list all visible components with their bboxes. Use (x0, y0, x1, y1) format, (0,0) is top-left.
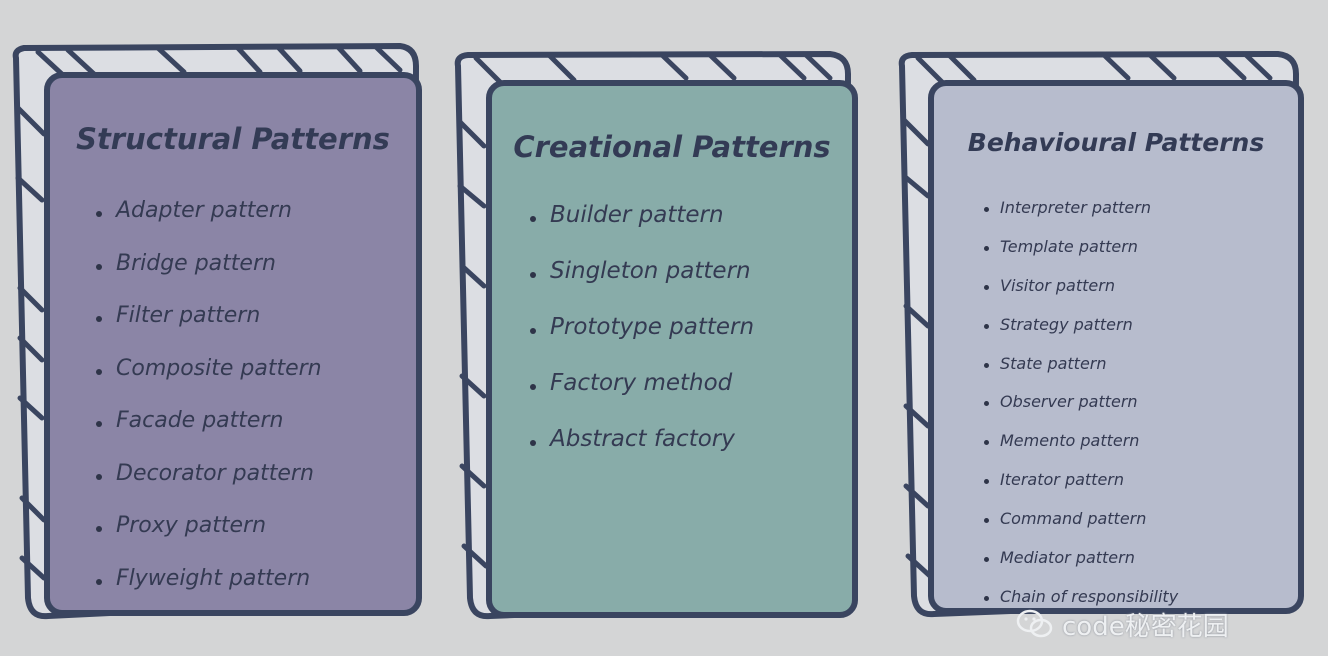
list-item: Facade pattern (96, 408, 322, 461)
creational-patterns-book: Creational Patterns Builder pattern Sing… (450, 46, 864, 626)
list-item: Iterator pattern (984, 470, 1178, 509)
list-item: Abstract factory (530, 426, 754, 482)
structural-patterns-book: Structural Patterns Adapter pattern Brid… (8, 38, 428, 628)
list-item: Strategy pattern (984, 315, 1178, 354)
list-item: State pattern (984, 354, 1178, 393)
list-item: Visitor pattern (984, 276, 1178, 315)
list-item: Template pattern (984, 237, 1178, 276)
structural-title: Structural Patterns (76, 122, 390, 156)
list-item: Proxy pattern (96, 513, 322, 566)
list-item: Prototype pattern (530, 314, 754, 370)
list-item: Factory method (530, 370, 754, 426)
list-item: Observer pattern (984, 392, 1178, 431)
watermark-text: code秘密花园 (1062, 611, 1229, 642)
list-item: Decorator pattern (96, 461, 322, 514)
list-item: Composite pattern (96, 356, 322, 409)
behavioural-patterns-book: Behavioural Patterns Interpreter pattern… (894, 46, 1310, 626)
creational-card: Creational Patterns Builder pattern Sing… (486, 80, 858, 618)
list-item: Bridge pattern (96, 251, 322, 304)
behavioural-card: Behavioural Patterns Interpreter pattern… (928, 80, 1304, 614)
list-item: Interpreter pattern (984, 198, 1178, 237)
watermark: code秘密花园 (1016, 604, 1229, 644)
list-item: Filter pattern (96, 303, 322, 356)
creational-list: Builder pattern Singleton pattern Protot… (530, 202, 754, 482)
wechat-icon (1016, 609, 1053, 638)
behavioural-list: Interpreter pattern Template pattern Vis… (984, 198, 1178, 626)
list-item: Adapter pattern (96, 198, 322, 251)
creational-title: Creational Patterns (513, 130, 831, 164)
list-item: Memento pattern (984, 431, 1178, 470)
list-item: Chain of responsibility (984, 587, 1178, 626)
structural-list: Adapter pattern Bridge pattern Filter pa… (96, 198, 322, 619)
structural-card: Structural Patterns Adapter pattern Brid… (44, 72, 422, 616)
list-item: Singleton pattern (530, 258, 754, 314)
list-item: Builder pattern (530, 202, 754, 258)
behavioural-title: Behavioural Patterns (967, 128, 1265, 157)
list-item: Command pattern (984, 509, 1178, 548)
list-item: Flyweight pattern (96, 566, 322, 619)
list-item: Mediator pattern (984, 548, 1178, 587)
